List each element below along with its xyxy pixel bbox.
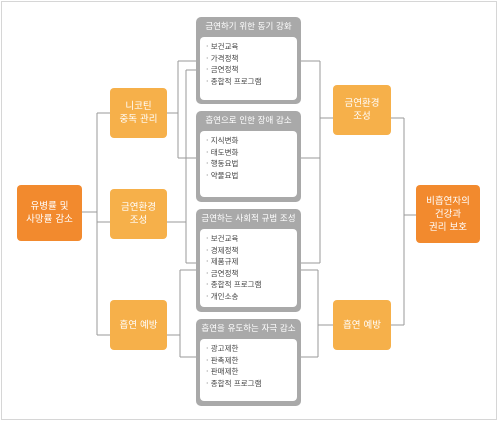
list-item: 개인소송	[206, 291, 291, 303]
list-item: 지식변화	[206, 135, 291, 147]
list-item: 종합적 프로그램	[206, 378, 291, 390]
goal-node: 유병률 및 사망률 감소	[17, 185, 82, 241]
panel-body: 보건교육 경제정책 제품규제 금연정책 종합적 프로그램 개인소송	[200, 229, 297, 307]
list-item: 광고제한	[206, 343, 291, 355]
right-node-environment: 금연환경 조성	[333, 85, 391, 135]
list-item: 금연정책	[206, 268, 291, 280]
panel-title: 흡연으로 인한 장애 감소	[205, 116, 292, 126]
list-item: 판촉제한	[206, 355, 291, 367]
list-item: 보건교육	[206, 41, 291, 53]
left-node-prevention: 흡연 예방	[110, 300, 167, 350]
connector-panels-to-prevention-right	[301, 269, 333, 358]
list-item: 종합적 프로그램	[206, 279, 291, 291]
list-item: 보건교육	[206, 233, 291, 245]
list-item: 금연정책	[206, 64, 291, 76]
panel-title: 흡연을 유도하는 자극 감소	[201, 324, 296, 334]
list-item: 종합적 프로그램	[206, 76, 291, 88]
connector-nicotine-to-panels	[167, 60, 196, 159]
panel-body: 지식변화 태도변화 행동요법 약물요법	[200, 131, 297, 197]
list-item: 제품규제	[206, 256, 291, 268]
left-node-nicotine: 니코틴 중독 관리	[110, 88, 167, 138]
right-node-prevention: 흡연 예방	[333, 300, 391, 350]
list-item: 가격정책	[206, 53, 291, 65]
panel-title: 금연하기 위한 동기 강화	[205, 22, 292, 32]
connector-panels-to-environment-right	[301, 60, 333, 264]
connector-goal-to-left	[82, 112, 110, 336]
panel-harm-reduction: 흡연으로 인한 장애 감소 지식변화 태도변화 행동요법 약물요법	[196, 111, 301, 202]
list-item: 판매제한	[206, 366, 291, 378]
outcome-node: 비흡연자의 건강과 권리 보호	[416, 185, 480, 243]
list-item: 경제정책	[206, 245, 291, 257]
left-node-environment: 금연환경 조성	[110, 189, 167, 239]
panel-body: 광고제한 판촉제한 판매제한 종합적 프로그램	[200, 339, 297, 401]
panel-social-norms: 금연하는 사회적 규범 조성 보건교육 경제정책 제품규제 금연정책 종합적 프…	[196, 209, 301, 312]
connector-right-to-outcome	[391, 117, 416, 326]
list-item: 태도변화	[206, 147, 291, 159]
panel-stimulus-reduction: 흡연을 유도하는 자극 감소 광고제한 판촉제한 판매제한 종합적 프로그램	[196, 319, 301, 406]
panel-motivation: 금연하기 위한 동기 강화 보건교육 가격정책 금연정책 종합적 프로그램	[196, 17, 301, 104]
connector-prevention-left-to-panels	[167, 269, 196, 358]
panel-body: 보건교육 가격정책 금연정책 종합적 프로그램	[200, 37, 297, 100]
list-item: 행동요법	[206, 158, 291, 170]
list-item: 약물요법	[206, 170, 291, 182]
panel-title: 금연하는 사회적 규범 조성	[201, 214, 296, 224]
connector-environment-left-to-panels	[167, 69, 196, 264]
